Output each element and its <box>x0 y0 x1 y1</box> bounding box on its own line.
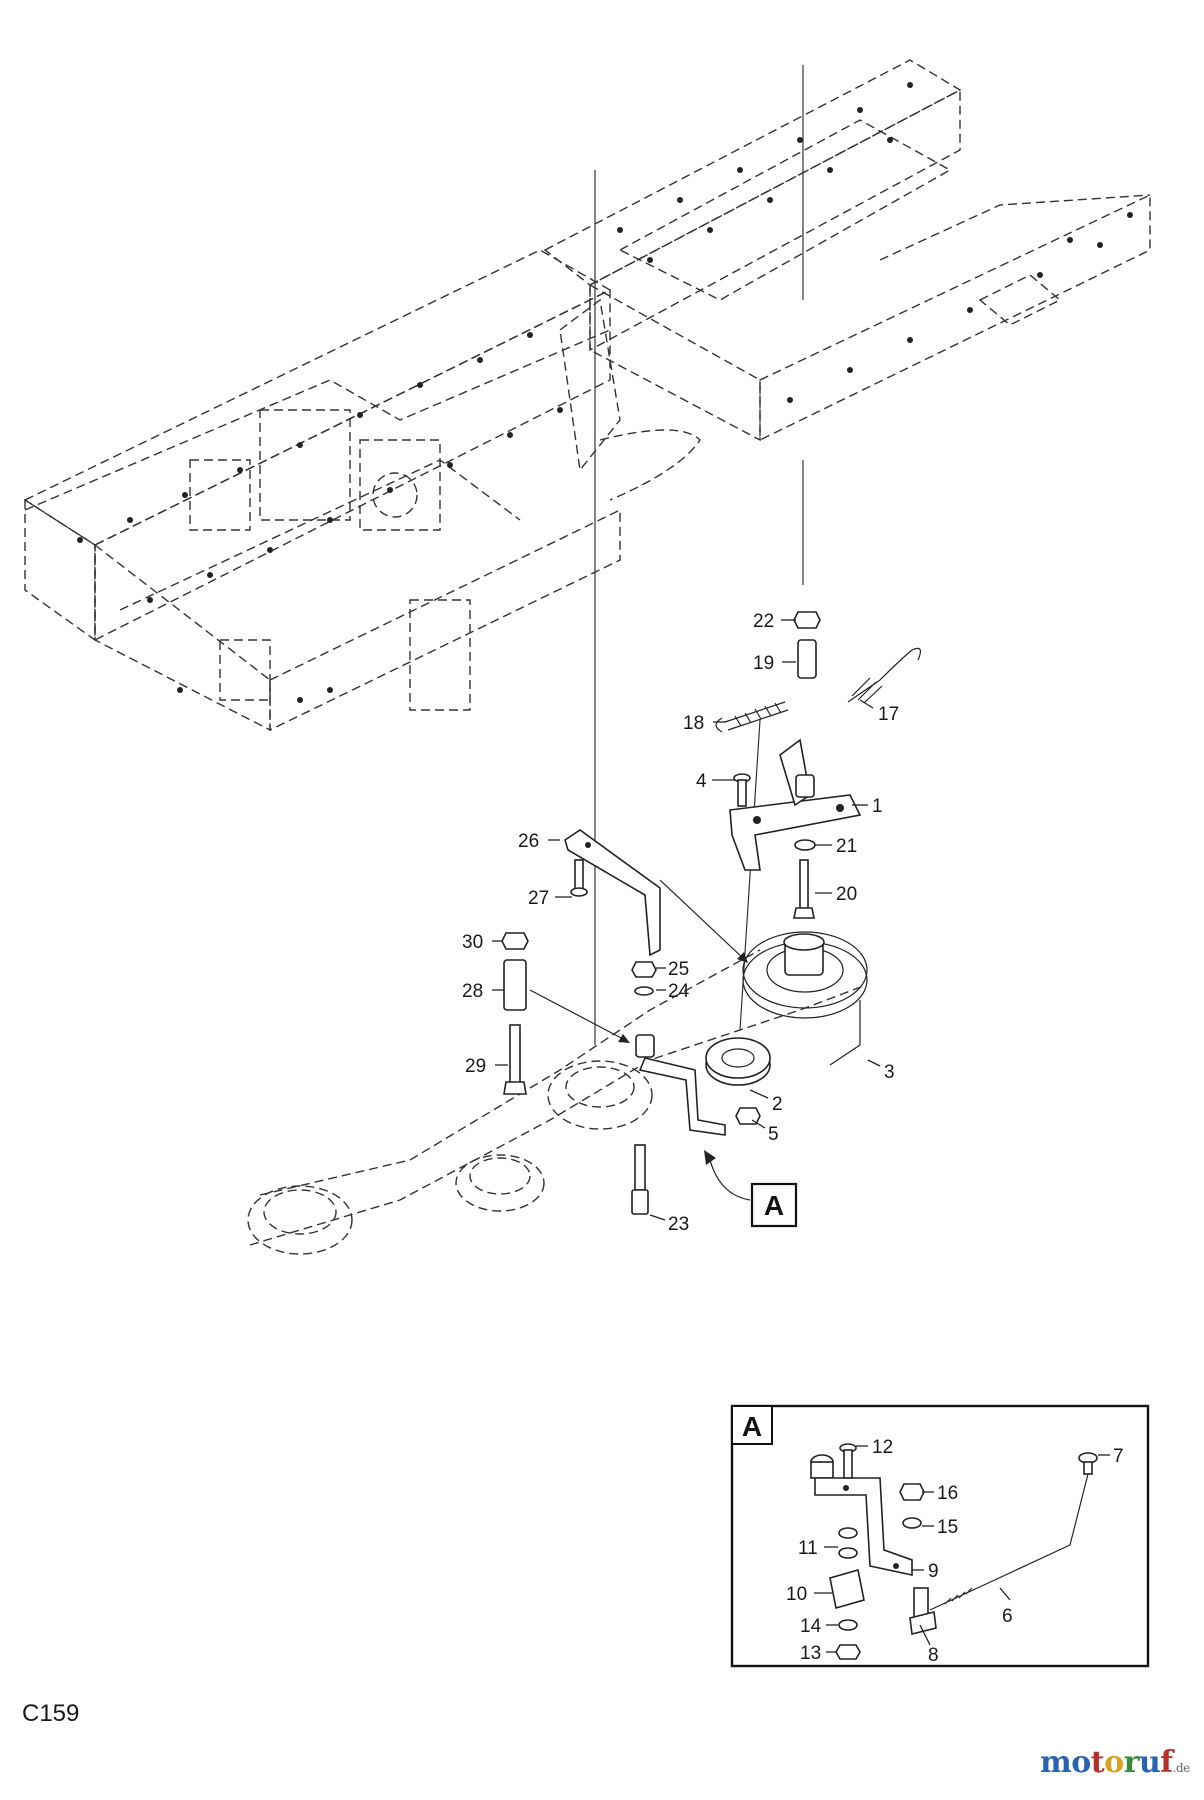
label-part-19: 19 <box>753 653 774 674</box>
watermark-letter: r <box>1123 1745 1140 1780</box>
label-part-17: 17 <box>878 704 899 725</box>
idler-arm-1 <box>729 738 862 871</box>
label-part-9: 9 <box>928 1561 939 1582</box>
label-part-28: 28 <box>462 981 483 1002</box>
assembly-arrows <box>529 879 748 1043</box>
label-part-26: 26 <box>518 831 539 852</box>
label-part-4: 4 <box>696 771 707 792</box>
frame-holes <box>77 82 1133 703</box>
idler-bracket-A <box>635 1034 726 1136</box>
label-part-30: 30 <box>462 932 483 953</box>
tractor-frame <box>23 59 1151 732</box>
label-part-1: 1 <box>872 796 883 817</box>
bolt-29 <box>503 1024 527 1095</box>
spacer-19 <box>797 639 817 679</box>
detail-view-A: A <box>730 1404 1150 1668</box>
callout-box-A: A <box>750 1182 798 1228</box>
washer-24-nut-25 <box>631 961 657 996</box>
watermark-letter: o <box>1104 1745 1124 1780</box>
watermark-letter: o <box>1071 1745 1091 1780</box>
washer-21 <box>794 839 816 851</box>
label-part-23: 23 <box>668 1214 689 1235</box>
watermark-letter: t <box>1090 1745 1105 1780</box>
label-part-29: 29 <box>465 1056 486 1077</box>
bolt-27 <box>570 859 588 897</box>
callout-arrow-A <box>704 1150 751 1201</box>
watermark-letter: m <box>1040 1745 1072 1780</box>
label-part-22: 22 <box>753 611 774 632</box>
nut-22 <box>793 611 821 629</box>
label-part-11: 11 <box>798 1538 818 1559</box>
watermark-letter: f <box>1160 1745 1173 1780</box>
label-part-5: 5 <box>768 1124 779 1145</box>
bracket-26 <box>564 829 661 957</box>
nut-30 <box>501 932 529 950</box>
watermark-letter: u <box>1138 1745 1161 1780</box>
motoruf-watermark: motoruf.de <box>1040 1745 1190 1780</box>
nut-5 <box>735 1107 761 1125</box>
label-part-20: 20 <box>836 884 857 905</box>
label-part-16: 16 <box>937 1483 958 1504</box>
assembly-axis-lines <box>594 65 804 1045</box>
pivot-stud-23 <box>631 1144 649 1215</box>
label-part-10: 10 <box>786 1584 807 1605</box>
label-part-15: 15 <box>937 1517 958 1538</box>
detail-part-labels: 6 7 8 9 10 11 12 13 14 15 16 <box>786 1437 1124 1666</box>
watermark-suffix: .de <box>1172 1761 1191 1775</box>
label-part-21: 21 <box>836 836 857 857</box>
label-part-12: 12 <box>872 1437 893 1458</box>
bolt-4 <box>733 773 751 807</box>
pulley-belt-assembly <box>247 931 868 1255</box>
label-part-6: 6 <box>1002 1606 1013 1627</box>
label-part-2: 2 <box>772 1094 783 1115</box>
spring-18 <box>715 701 789 733</box>
label-part-25: 25 <box>668 959 689 980</box>
label-part-13: 13 <box>800 1643 821 1664</box>
label-part-14: 14 <box>800 1616 822 1637</box>
label-part-8: 8 <box>928 1645 939 1666</box>
label-part-27: 27 <box>528 888 549 909</box>
label-part-7: 7 <box>1113 1446 1124 1467</box>
part-labels: 1 2 3 4 5 17 18 19 20 21 22 23 24 25 26 … <box>462 611 899 1235</box>
leader-lines <box>492 619 881 1221</box>
bolt-20 <box>793 859 815 919</box>
drawing-code: C159 <box>22 1700 80 1727</box>
label-part-24: 24 <box>668 981 690 1002</box>
detail-letter: A <box>742 1411 762 1442</box>
spacer-28 <box>503 959 527 1011</box>
callout-letter: A <box>764 1190 784 1221</box>
spring-17 <box>847 647 922 704</box>
label-part-3: 3 <box>884 1062 895 1083</box>
detail-leader-lines <box>814 1445 1110 1653</box>
label-part-18: 18 <box>683 713 704 734</box>
